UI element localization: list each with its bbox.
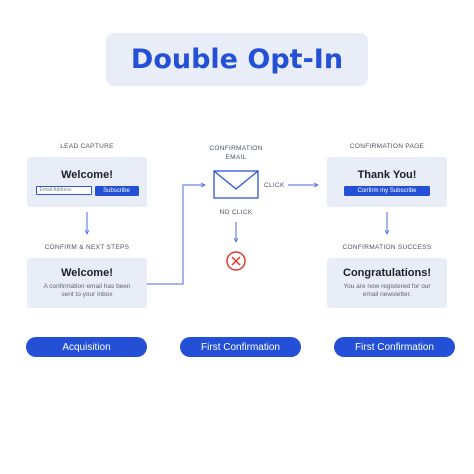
confirm-next-card: Welcome! A confirmation email has been s… (27, 258, 147, 308)
page-title: Double Opt-In (130, 44, 344, 75)
click-label: CLICK (264, 182, 285, 189)
envelope-icon (213, 170, 259, 199)
stage-first-confirmation-1: First Confirmation (180, 337, 301, 357)
confirm-next-heading: Welcome! (61, 267, 113, 279)
confirmation-email-label-line2: EMAIL (225, 154, 247, 161)
subscribe-button[interactable]: Subscribe (94, 185, 139, 196)
confirmation-success-heading: Congratulations! (343, 267, 431, 279)
lead-capture-card: Welcome! Email Address Subscribe (27, 157, 147, 207)
confirm-next-text: A confirmation email has been sent to yo… (43, 283, 131, 298)
email-input[interactable]: Email Address (35, 185, 92, 195)
lead-capture-heading: Welcome! (61, 168, 113, 181)
confirm-next-label: CONFIRM & NEXT STEPS (44, 244, 130, 251)
no-click-label: NO CLICK (219, 209, 253, 216)
stage-first-confirmation-2: First Confirmation (334, 337, 455, 357)
title-box: Double Opt-In (106, 33, 368, 86)
arrow-right-icon (147, 185, 205, 285)
confirm-subscribe-button[interactable]: Confirm my Subscribe (344, 185, 430, 196)
stage-acquisition: Acquisition (26, 337, 147, 357)
confirmation-email-label-line1: CONFIRMATION (209, 145, 263, 152)
x-circle-icon (226, 251, 246, 271)
confirmation-success-card: Congratulations! You are now registered … (327, 258, 447, 308)
confirmation-success-label: CONFIRMATION SUCCESS (342, 244, 432, 251)
lead-capture-label: LEAD CAPTURE (60, 143, 114, 150)
confirmation-page-card: Thank You! Confirm my Subscribe (327, 157, 447, 207)
confirmation-page-heading: Thank You! (357, 168, 417, 181)
confirmation-page-label: CONFIRMATION PAGE (349, 143, 425, 150)
confirmation-success-text: You are now registered for our email new… (343, 283, 431, 298)
